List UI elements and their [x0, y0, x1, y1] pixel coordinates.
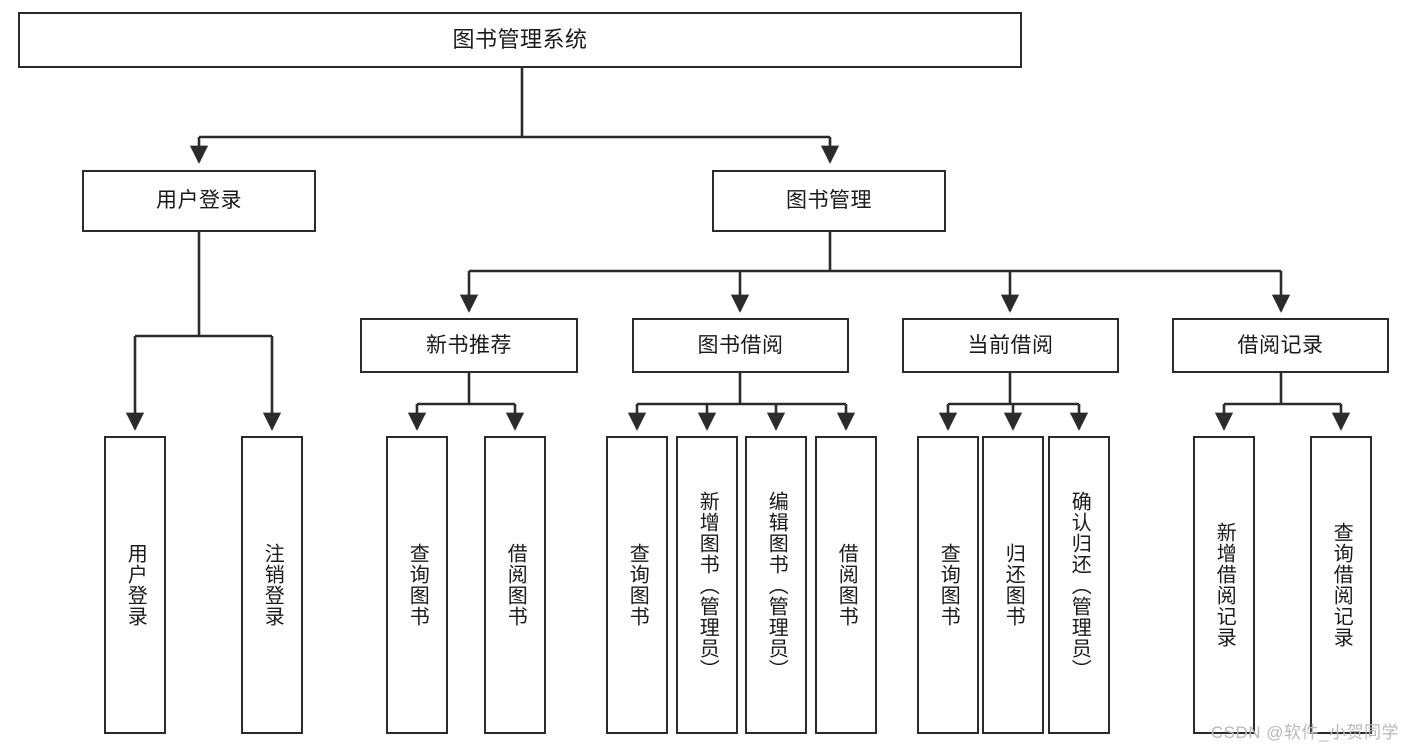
node-label: 用户登录 — [156, 189, 242, 213]
leaf-borrow-books[interactable]: 借阅图书 — [815, 436, 877, 734]
leaf-add-book-admin[interactable]: 新增图书（管理员） — [676, 436, 738, 734]
node-label: 借阅记录 — [1237, 333, 1324, 357]
leaf-query-books-recommend[interactable]: 查询图书 — [386, 436, 448, 734]
node-label: 编辑图书（管理员） — [765, 490, 788, 680]
node-label: 确认归还（管理员） — [1068, 490, 1091, 680]
node-book-borrow[interactable]: 图书借阅 — [632, 318, 849, 373]
leaf-add-borrow-record[interactable]: 新增借阅记录 — [1193, 436, 1255, 734]
node-label: 新增图书（管理员） — [696, 490, 719, 680]
leaf-edit-book-admin[interactable]: 编辑图书（管理员） — [745, 436, 807, 734]
node-book-management[interactable]: 图书管理 — [712, 170, 946, 232]
node-current-borrow[interactable]: 当前借阅 — [902, 318, 1119, 373]
leaf-user-logout[interactable]: 注销登录 — [241, 436, 303, 734]
node-label: 注销登录 — [261, 543, 284, 627]
node-label: 当前借阅 — [967, 333, 1054, 357]
node-root-system[interactable]: 图书管理系统 — [18, 12, 1022, 68]
node-label: 查询图书 — [626, 543, 649, 627]
node-label: 借阅图书 — [835, 543, 858, 627]
node-label: 图书借阅 — [697, 333, 784, 357]
node-label: 查询图书 — [937, 543, 960, 627]
leaf-user-login[interactable]: 用户登录 — [104, 436, 166, 734]
node-label: 查询借阅记录 — [1330, 522, 1353, 648]
leaf-confirm-return-admin[interactable]: 确认归还（管理员） — [1048, 436, 1110, 734]
node-user-login[interactable]: 用户登录 — [82, 170, 316, 232]
leaf-query-borrow-record[interactable]: 查询借阅记录 — [1310, 436, 1372, 734]
leaf-query-books-borrow[interactable]: 查询图书 — [606, 436, 668, 734]
leaf-return-books[interactable]: 归还图书 — [982, 436, 1044, 734]
node-label: 查询图书 — [406, 543, 429, 627]
node-label: 图书管理 — [786, 189, 872, 213]
leaf-borrow-books-recommend[interactable]: 借阅图书 — [484, 436, 546, 734]
node-label: 新增借阅记录 — [1213, 522, 1236, 648]
node-label: 归还图书 — [1002, 543, 1025, 627]
node-new-book-recommend[interactable]: 新书推荐 — [360, 318, 578, 373]
node-borrow-records[interactable]: 借阅记录 — [1172, 318, 1389, 373]
node-label: 用户登录 — [124, 543, 147, 627]
node-label: 图书管理系统 — [452, 26, 588, 52]
node-label: 新书推荐 — [426, 333, 512, 357]
node-label: 借阅图书 — [504, 543, 527, 627]
leaf-query-books-current[interactable]: 查询图书 — [917, 436, 979, 734]
